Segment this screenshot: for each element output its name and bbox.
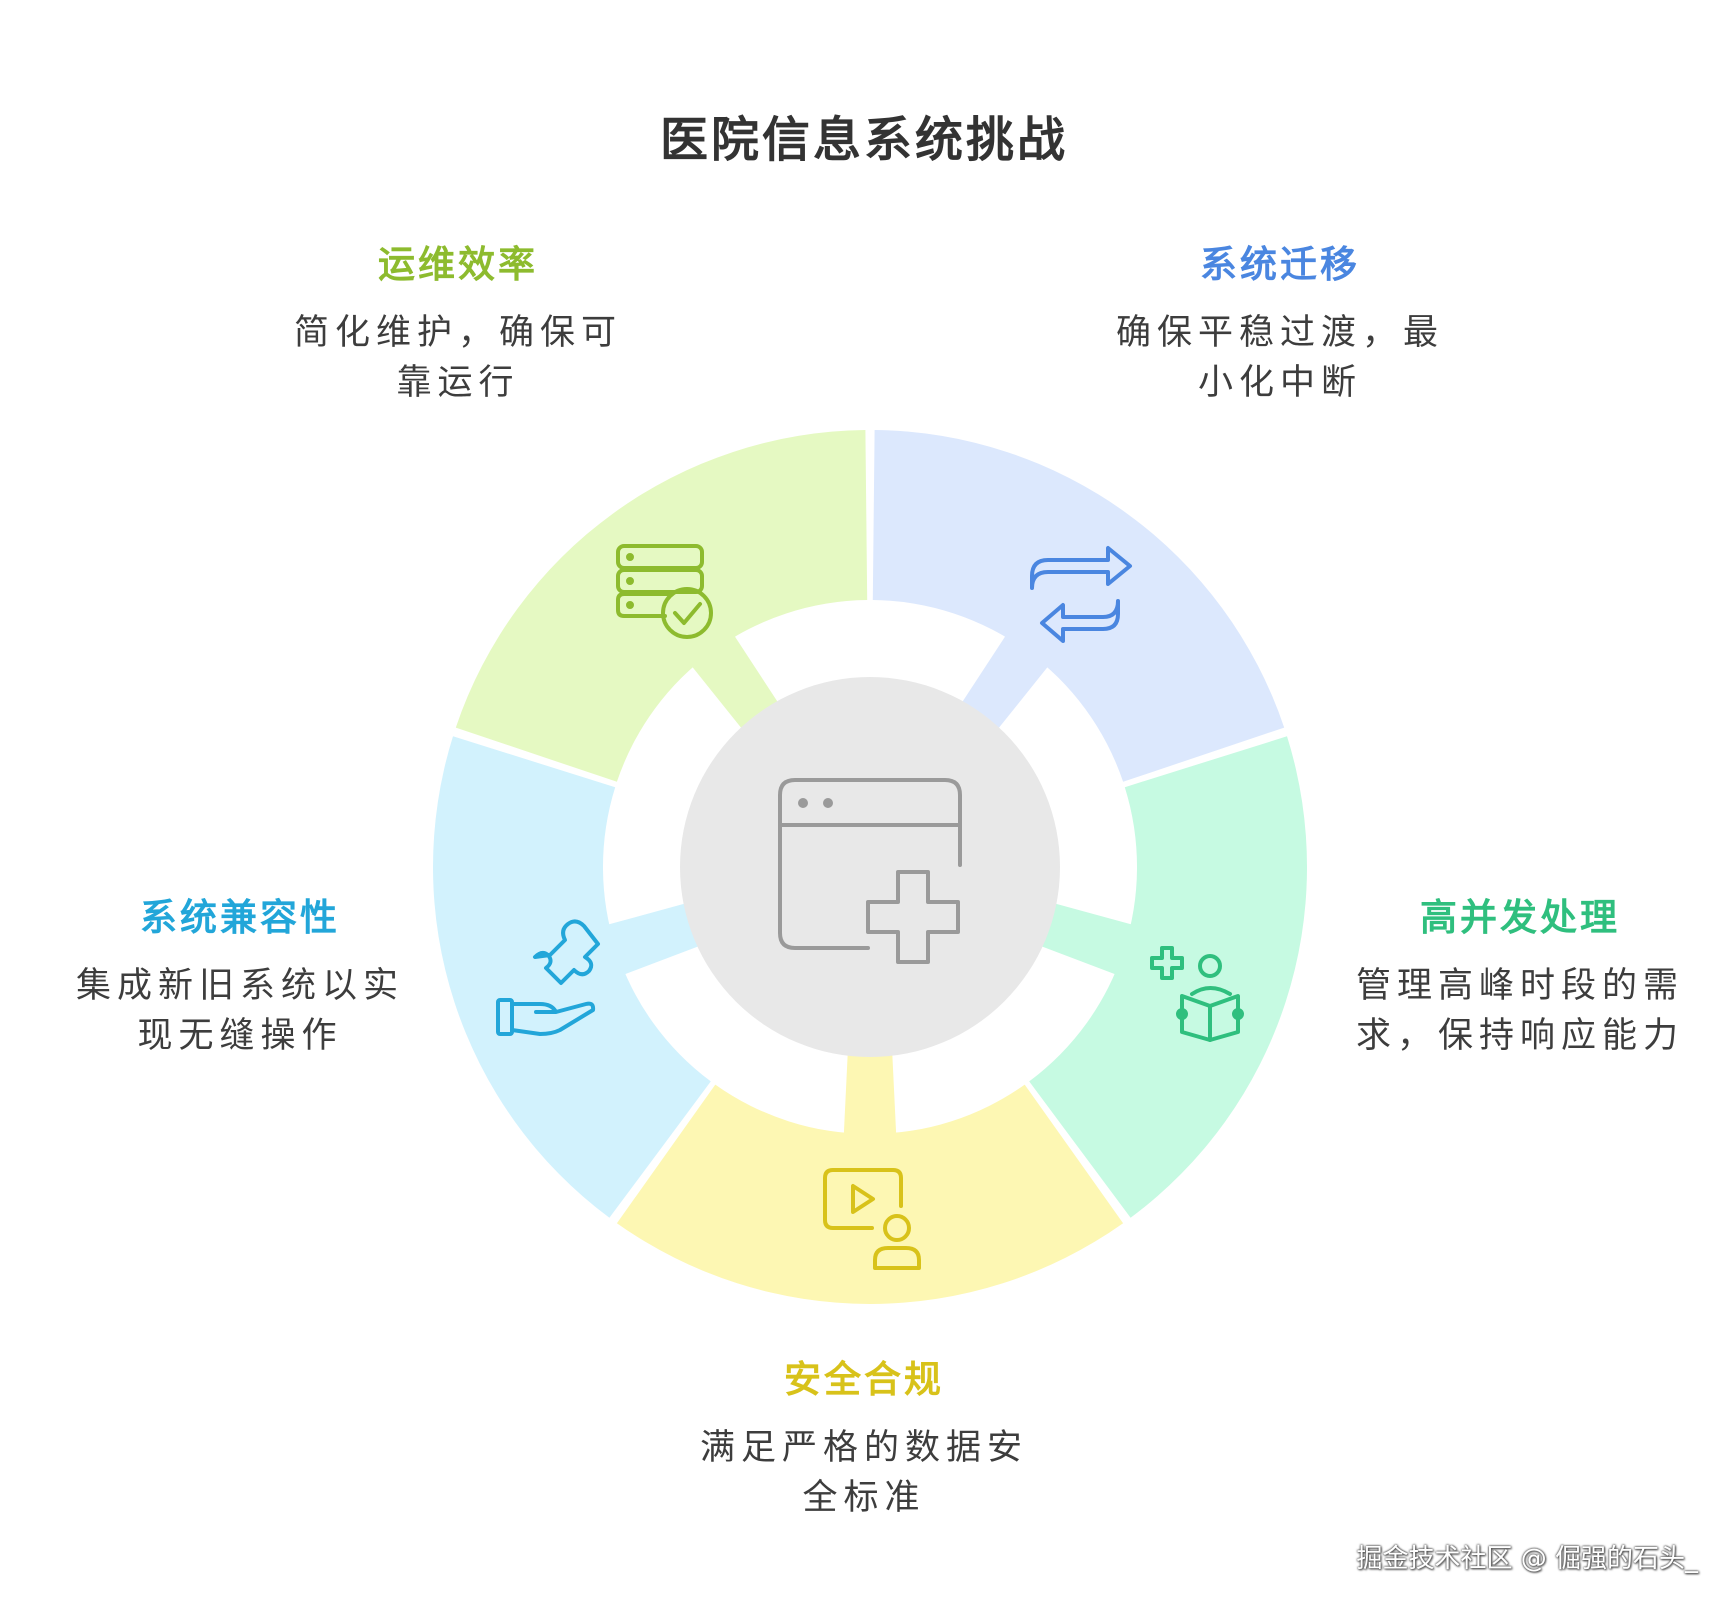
ring-connector-compatibility <box>607 901 707 975</box>
video-user-icon <box>823 1168 921 1270</box>
watermark: 掘金技术社区 @ 倔强的石头_ <box>1356 1544 1698 1574</box>
ring-segment-ops <box>455 430 868 782</box>
segment-ops-desc-line1: 简化维护，确保可 <box>293 313 622 353</box>
segment-security: 安全合规 满足严格的数据安 全标准 <box>664 1355 1064 1523</box>
segment-concurrency-heading: 高并发处理 <box>1420 895 1620 939</box>
health-person-book-icon <box>1150 946 1244 1042</box>
segment-concurrency-desc-line1: 管理高峰时段的需 <box>1355 966 1684 1006</box>
segment-concurrency-desc-line2: 求，保持响应能力 <box>1355 1016 1684 1056</box>
segment-migration-description: 确保平稳过渡，最 小化中断 <box>1080 308 1480 408</box>
ring-connector-ops <box>691 635 783 736</box>
segment-migration-desc-line2: 小化中断 <box>1197 363 1362 403</box>
segment-ops: 运维效率 简化维护，确保可 靠运行 <box>258 240 658 408</box>
server-check-icon <box>616 544 713 639</box>
ring-segment-compatibility <box>432 736 711 1218</box>
segment-migration-desc-line1: 确保平稳过渡，最 <box>1115 313 1444 353</box>
segment-ops-description: 简化维护，确保可 靠运行 <box>258 308 658 408</box>
segment-ops-heading: 运维效率 <box>378 242 538 286</box>
segment-concurrency: 高并发处理 管理高峰时段的需 求，保持响应能力 <box>1350 893 1690 1061</box>
segment-migration-heading: 系统迁移 <box>1200 242 1360 286</box>
segment-compatibility-desc-line1: 集成新旧系统以实 <box>75 966 404 1006</box>
segment-ops-desc-line2: 靠运行 <box>396 363 520 403</box>
segment-compatibility-description: 集成新旧系统以实 现无缝操作 <box>40 961 440 1061</box>
ring-segment-security <box>616 1084 1124 1304</box>
segment-concurrency-description: 管理高峰时段的需 求，保持响应能力 <box>1350 961 1690 1061</box>
swap-arrows-icon <box>1030 546 1132 643</box>
segment-compatibility-heading: 系统兼容性 <box>140 895 340 939</box>
segment-compatibility: 系统兼容性 集成新旧系统以实 现无缝操作 <box>40 893 440 1061</box>
segment-migration: 系统迁移 确保平稳过渡，最 小化中断 <box>1080 240 1480 408</box>
puzzle-hand-icon <box>496 919 600 1036</box>
segment-security-desc-line1: 满足严格的数据安 <box>699 1428 1028 1468</box>
ring-connector-security <box>843 1045 897 1135</box>
center-hub <box>680 677 1060 1057</box>
hospital-window-icon <box>778 778 962 964</box>
segment-compatibility-desc-line2: 现无缝操作 <box>137 1016 343 1056</box>
ring-connector-concurrency <box>1033 901 1133 975</box>
diagram-title: 医院信息系统挑战 <box>659 112 1068 168</box>
ring-connector-migration <box>957 635 1049 736</box>
segment-security-desc-line2: 全标准 <box>802 1478 926 1518</box>
ring-segment-migration <box>872 430 1285 782</box>
segment-security-heading: 安全合规 <box>784 1357 944 1401</box>
segment-security-description: 满足严格的数据安 全标准 <box>664 1423 1064 1523</box>
